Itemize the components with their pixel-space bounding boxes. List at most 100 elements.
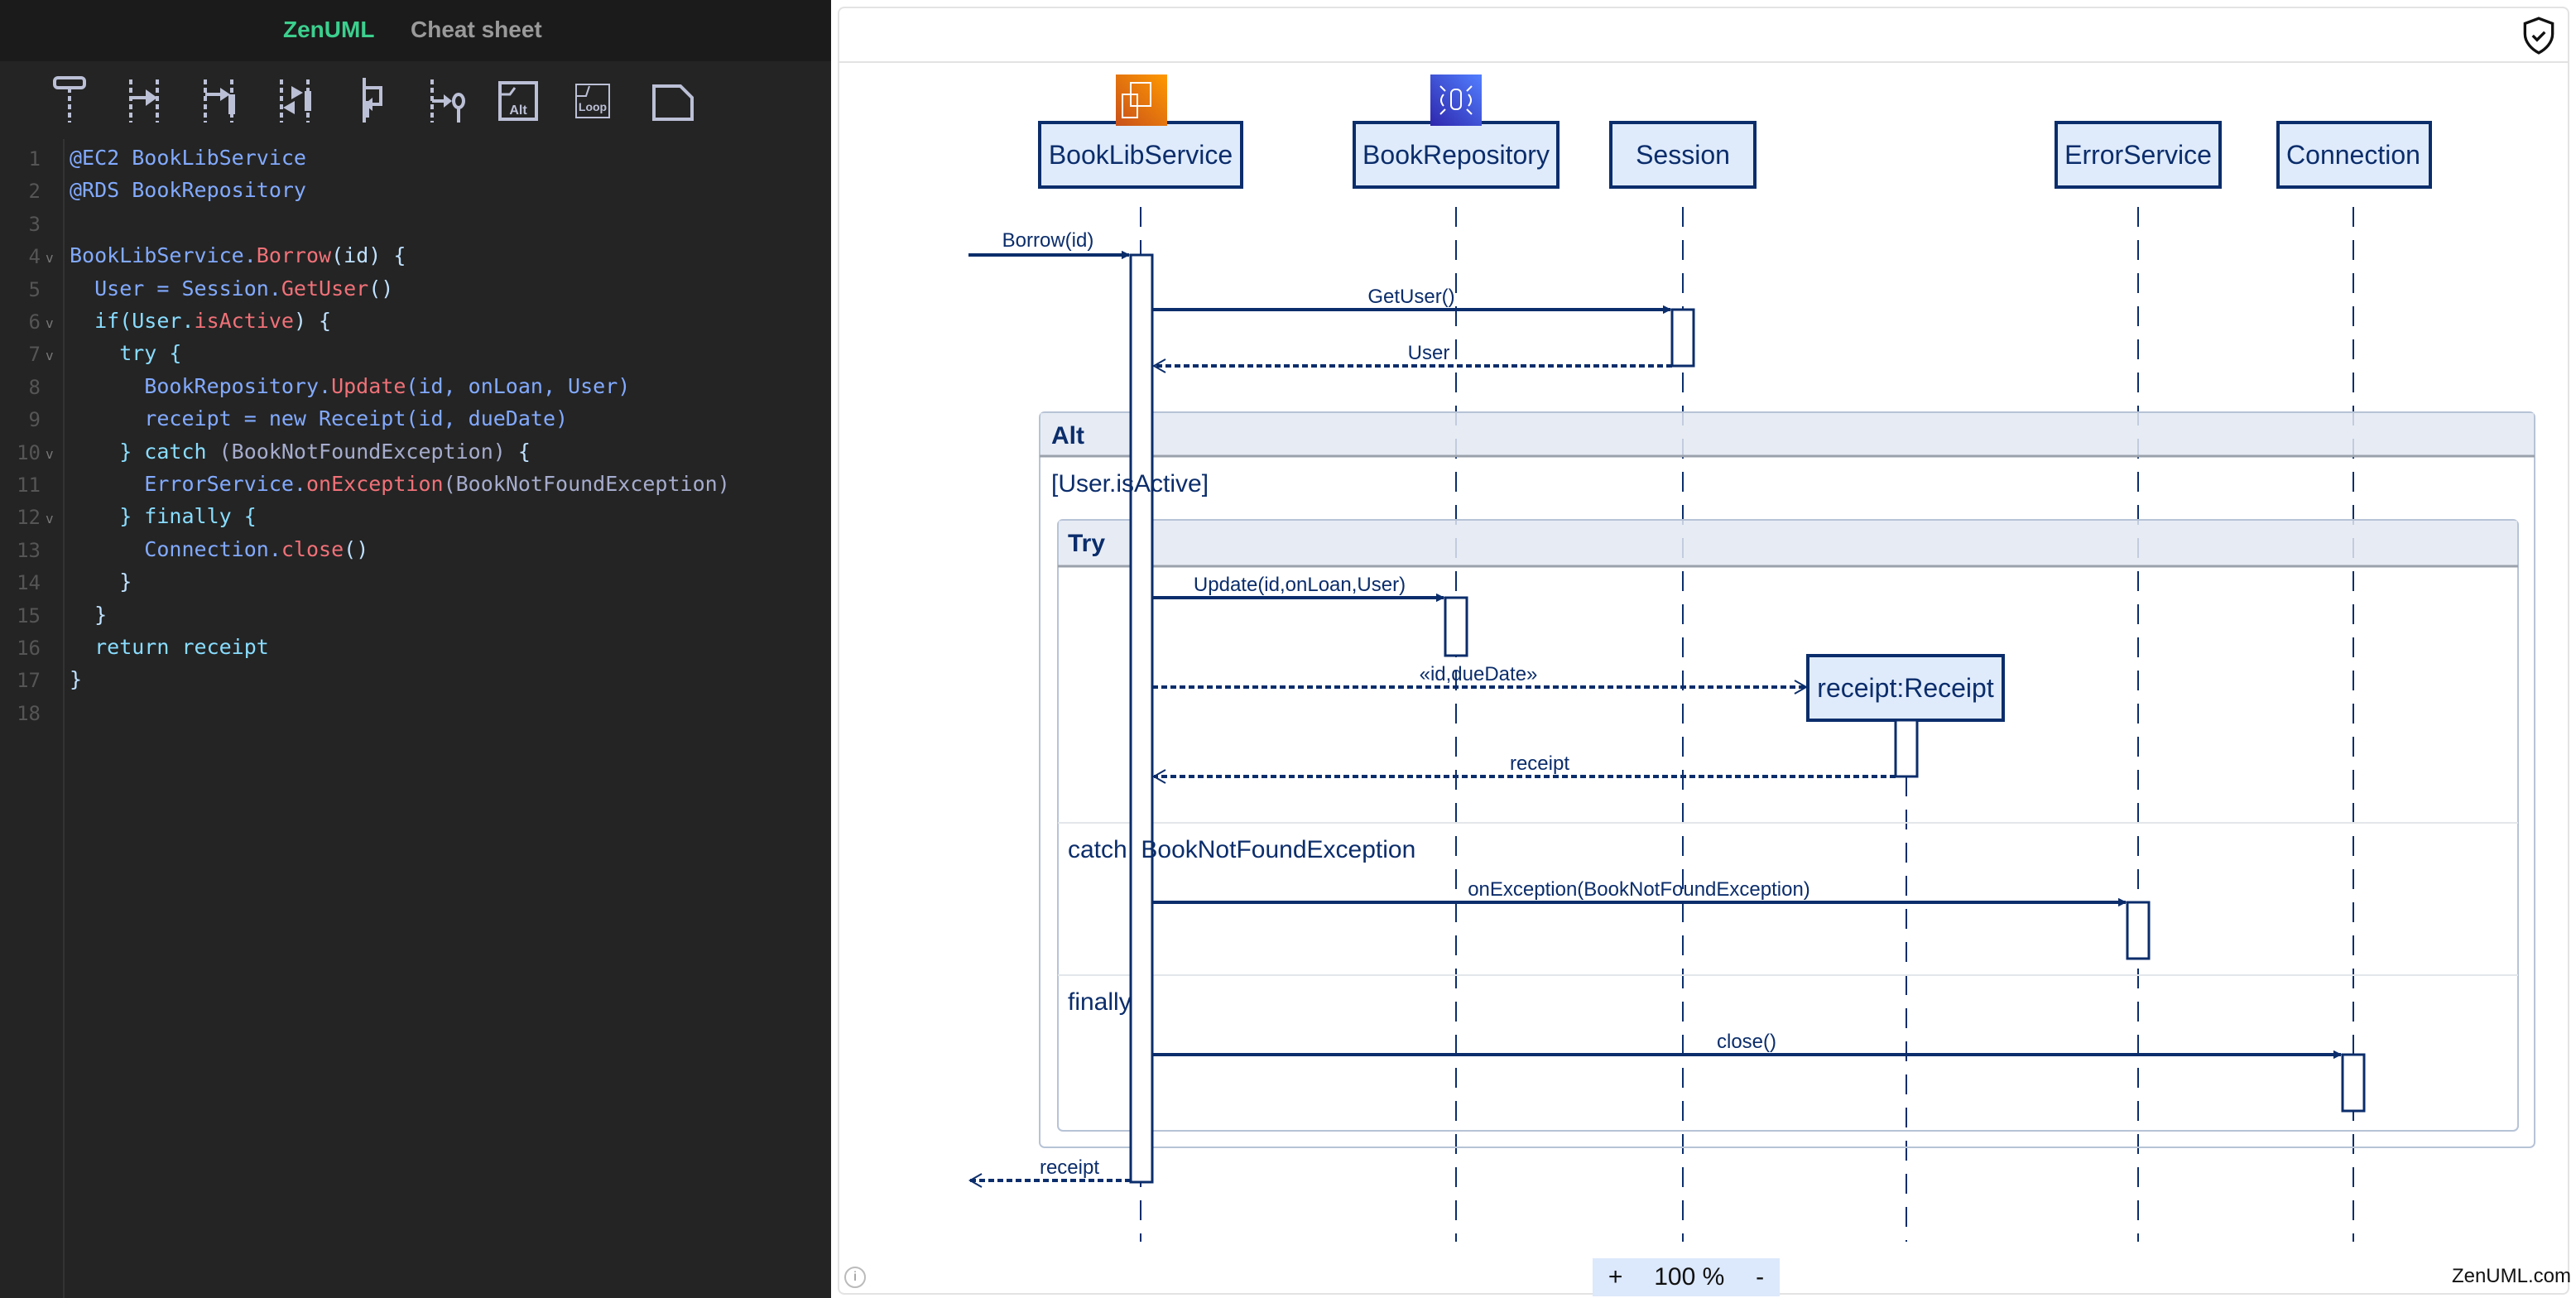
line-number: 9 [28, 408, 41, 432]
info-icon[interactable]: i [844, 1267, 866, 1288]
line-number: 10 [17, 440, 41, 464]
code-token: (BookNotFoundException) [443, 472, 730, 496]
code-token: User = Session. [70, 276, 281, 300]
code-token: GetUser [281, 276, 369, 300]
code-line[interactable]: } catch (BookNotFoundException) { [70, 440, 531, 464]
code-line[interactable]: } [70, 603, 107, 627]
code-line[interactable]: } [70, 667, 82, 691]
alt-label: Alt [1051, 422, 1084, 449]
fold-toggle-icon[interactable]: v [46, 315, 54, 331]
participant-errorservice[interactable]: ErrorService [2055, 121, 2222, 189]
label-borrow: Borrow(id) [1002, 229, 1094, 252]
line-number: 4 [28, 245, 41, 269]
create-message-icon[interactable] [421, 75, 470, 124]
zenuml-tab[interactable]: ZenUML [283, 17, 375, 42]
participant-booklibservice[interactable]: BookLibService [1038, 121, 1243, 189]
code-line[interactable]: } [70, 570, 132, 594]
zenuml-link[interactable]: ZenUML.com [2451, 1265, 2571, 1287]
code-token: isActive [194, 309, 294, 333]
self-message-icon[interactable] [348, 75, 397, 124]
top-nav: ZenUML Cheat sheet [0, 0, 831, 61]
code-line[interactable]: receipt = new Receipt(id, dueDate) [70, 406, 568, 430]
code-line[interactable]: @EC2 BookLibService [70, 146, 306, 170]
cheat-sheet-tab[interactable]: Cheat sheet [411, 17, 542, 42]
activation-bookrepository [1444, 596, 1468, 657]
fragment-labels: Alt [User.isActive] Try catch BookNotFou… [1051, 422, 1415, 1016]
code-line[interactable]: try { [70, 341, 181, 365]
code-token: () [368, 276, 394, 300]
code-line[interactable]: return receipt [70, 635, 269, 659]
aws-ec2-icon [1116, 75, 1167, 126]
participant-label: receipt:Receipt [1817, 673, 1994, 703]
code-token: Borrow [256, 243, 332, 268]
return-message-icon[interactable] [270, 75, 320, 124]
code-token: Connection. [70, 536, 281, 561]
loop-icon[interactable]: Loop [568, 75, 618, 124]
zoom-level: 100 % [1654, 1263, 1725, 1291]
note-icon[interactable] [647, 75, 697, 124]
line-number: 7 [28, 343, 41, 367]
label-update: Update(id,onLoan,User) [1194, 574, 1406, 596]
alt-icon[interactable]: Alt [493, 75, 543, 124]
code-line[interactable]: BookLibService.Borrow(id) { [70, 243, 406, 267]
activation-booklibservice [1129, 253, 1154, 1184]
participant-label: ErrorService [2064, 140, 2212, 170]
catch-label: catch BookNotFoundException [1068, 836, 1415, 863]
code-token: close [281, 536, 344, 561]
loop-icon-label: Loop [579, 100, 607, 113]
code-line[interactable]: ErrorService.onException(BookNotFoundExc… [70, 472, 730, 496]
activation-errorservice [2126, 901, 2151, 960]
fold-toggle-icon[interactable]: v [46, 348, 54, 364]
privacy-shield-icon[interactable] [2518, 15, 2559, 56]
code-line[interactable]: @RDS BookRepository [70, 178, 306, 202]
code-line[interactable]: } finally { [70, 504, 257, 528]
line-number: 16 [17, 637, 41, 660]
code-token: (id, onLoan, User) [406, 373, 631, 398]
code-token: @RDS BookRepository [70, 178, 306, 203]
zoom-out-button[interactable]: - [1756, 1263, 1765, 1291]
zoom-in-button[interactable]: + [1608, 1263, 1623, 1291]
participant-receipt[interactable]: receipt:Receipt [1806, 654, 2005, 722]
code-token: @EC2 BookLibService [70, 146, 306, 170]
zoom-control: + 100 % - [1593, 1258, 1780, 1296]
alt-guard: [User.isActive] [1051, 470, 1209, 498]
participant-bookrepository[interactable]: BookRepository [1353, 121, 1560, 189]
fold-toggle-icon[interactable]: v [46, 445, 54, 462]
line-number: 14 [17, 571, 41, 595]
label-getuser: GetUser() [1367, 286, 1454, 308]
line-number: 13 [17, 538, 41, 562]
code-token: () [344, 536, 369, 561]
participant-icon[interactable] [45, 75, 94, 124]
alt-icon-label: Alt [509, 103, 527, 118]
code-token: if(User. [70, 309, 195, 333]
message-icon[interactable] [119, 75, 169, 124]
code-token: ) { [293, 309, 332, 333]
code-token: } [70, 667, 83, 692]
label-onexception: onException(BookNotFoundException) [1468, 878, 1810, 901]
label-close: close() [1717, 1031, 1776, 1053]
participant-connection[interactable]: Connection [2276, 121, 2432, 189]
fold-toggle-icon[interactable]: v [46, 250, 54, 267]
participant-session[interactable]: Session [1609, 121, 1757, 189]
code-token: ErrorService. [70, 472, 306, 496]
line-number: 11 [17, 474, 41, 497]
code-token: { [505, 439, 531, 464]
code-line[interactable]: if(User.isActive) { [70, 309, 331, 333]
line-number: 2 [28, 180, 41, 204]
label-final-receipt: receipt [1040, 1156, 1099, 1179]
code-token: BookLibService. [70, 243, 257, 268]
code-line[interactable]: Connection.close() [70, 537, 368, 561]
fold-toggle-icon[interactable]: v [46, 511, 54, 527]
sync-message-icon[interactable] [194, 75, 243, 124]
line-number: 12 [17, 506, 41, 530]
line-number: 17 [17, 669, 41, 693]
label-receipt-return: receipt [1510, 752, 1569, 775]
code-line[interactable]: BookRepository.Update(id, onLoan, User) [70, 374, 630, 398]
code-line[interactable]: User = Session.GetUser() [70, 276, 393, 300]
code-token: return receipt [70, 635, 269, 659]
label-user: User [1408, 342, 1450, 364]
code-token: (BookNotFoundException) [219, 439, 506, 464]
alt-fragment [1039, 411, 2535, 1148]
